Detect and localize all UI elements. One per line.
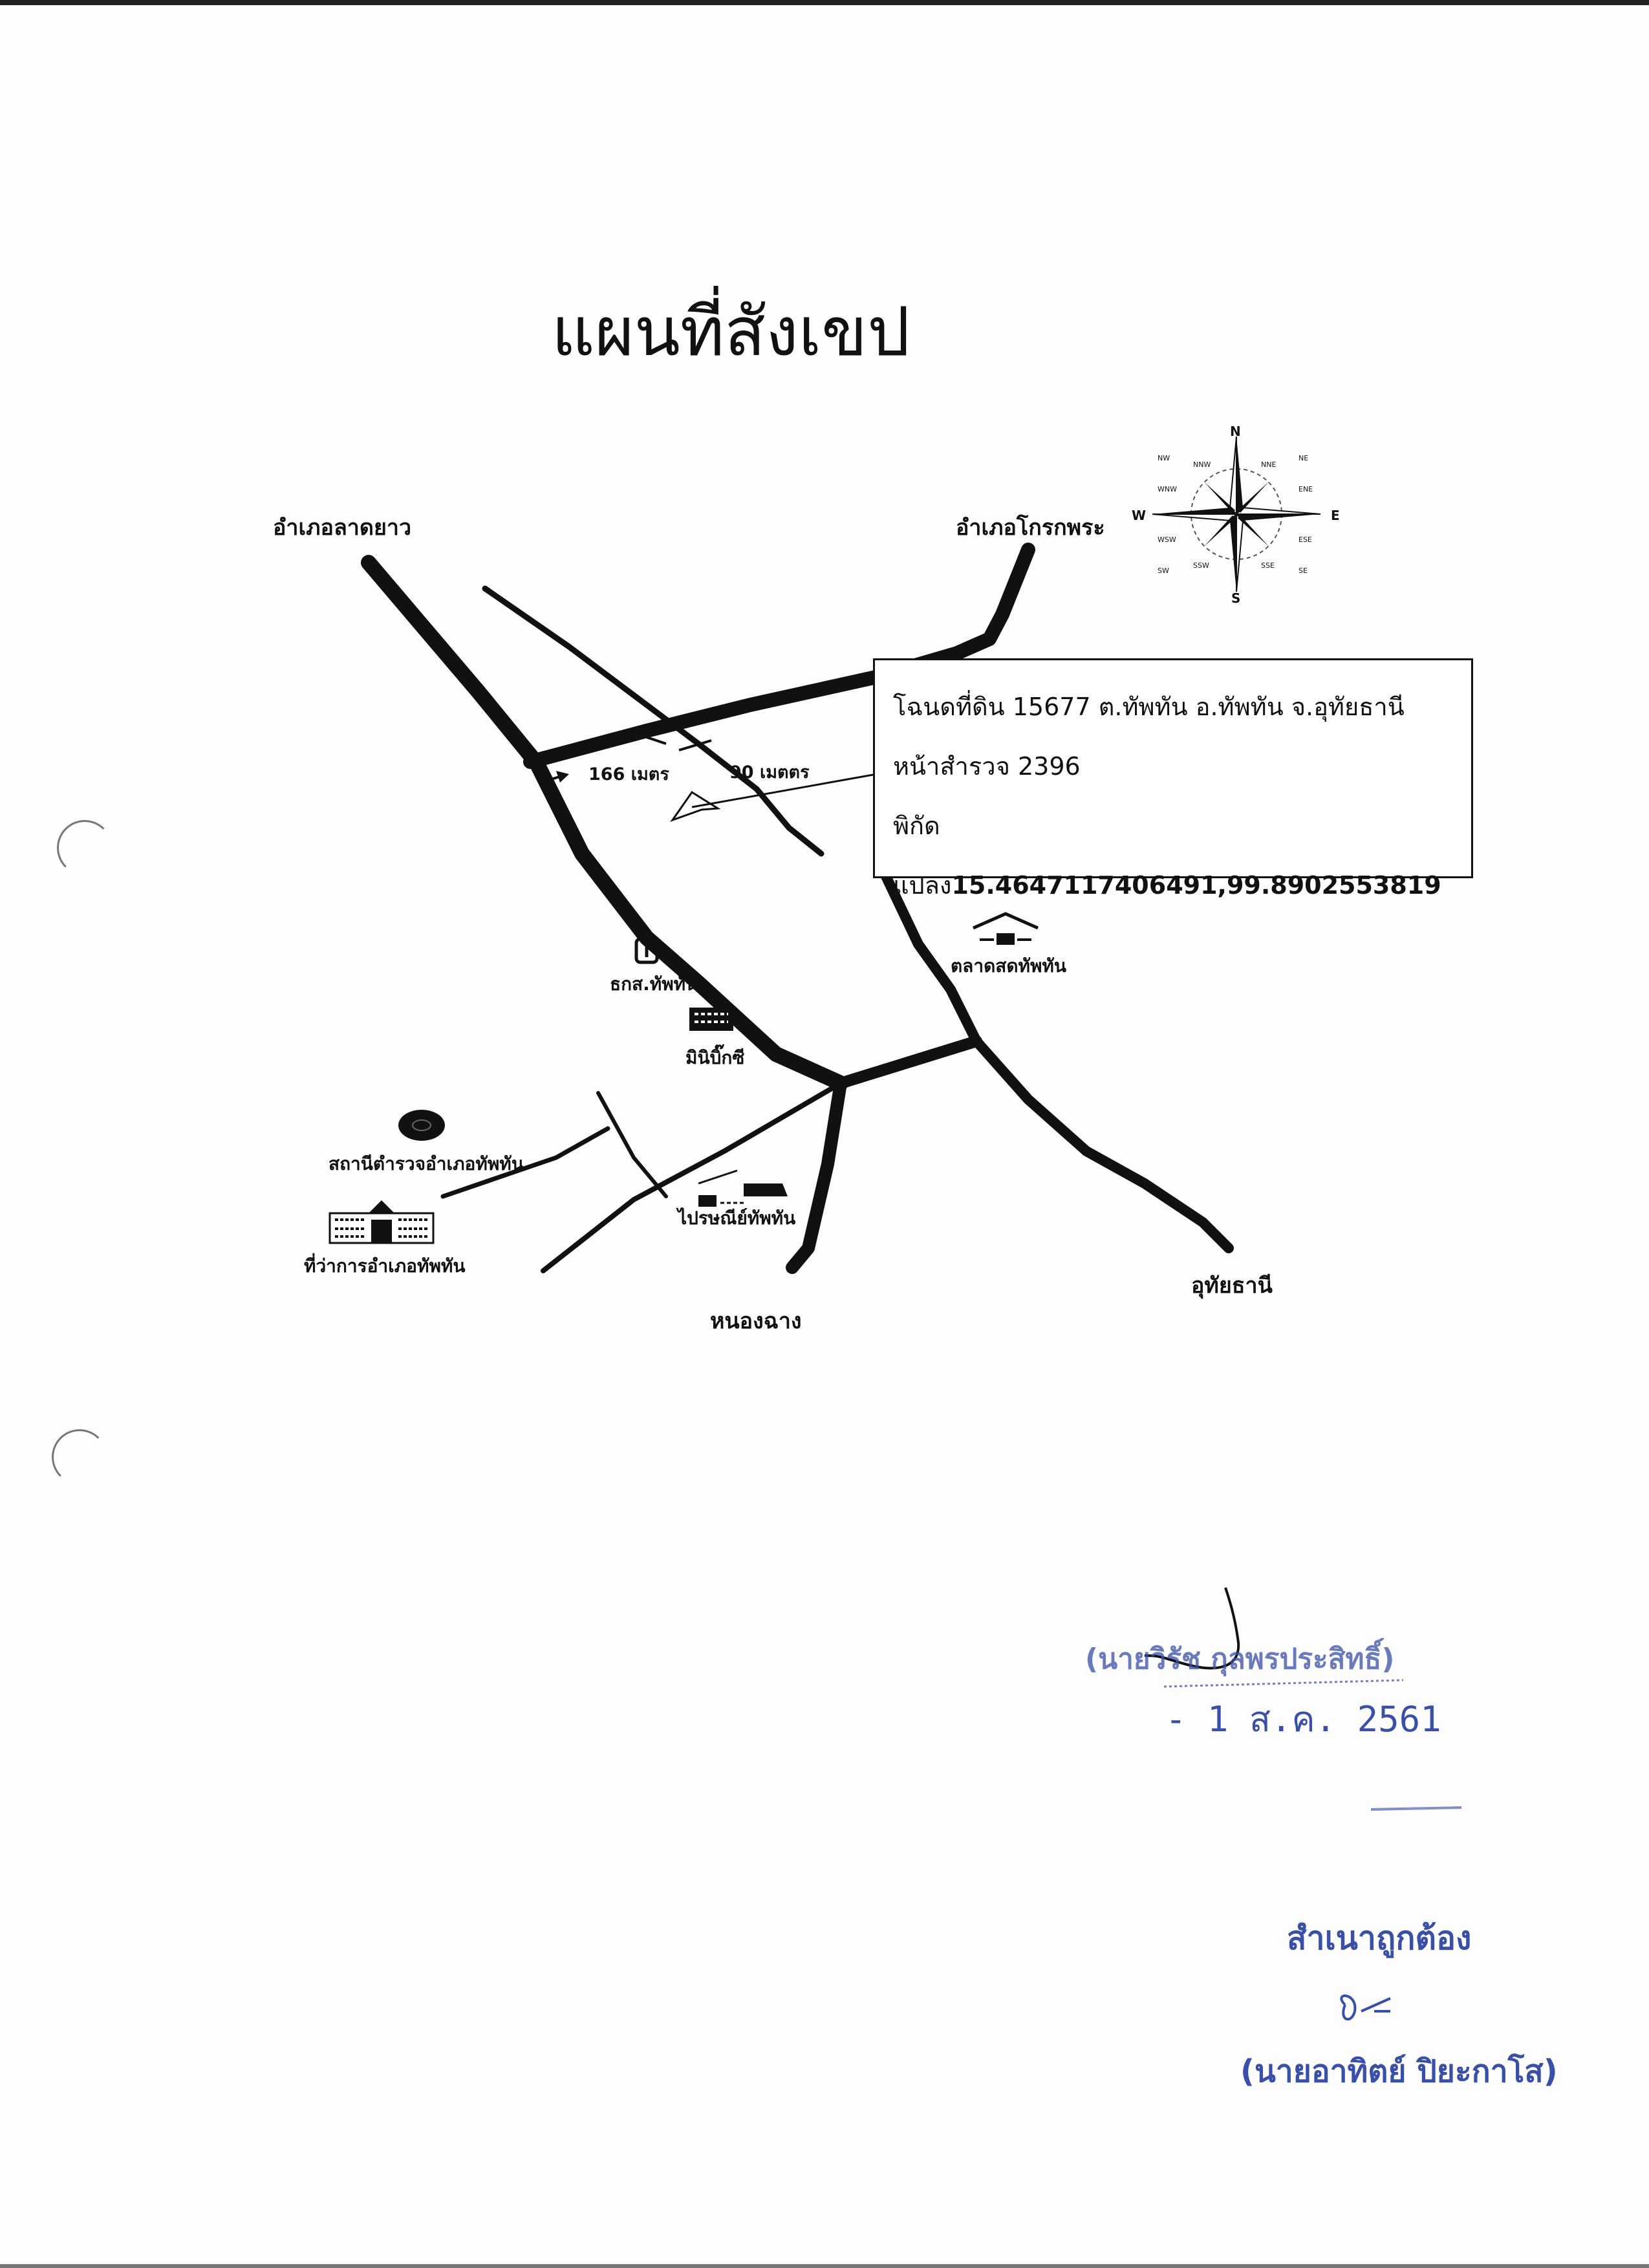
stamp-name-1: (นายวิรัช กุลพรประสิทธิ์) xyxy=(1085,1643,1395,1676)
mini-big-c-icon xyxy=(689,1008,733,1031)
compass-se: SE xyxy=(1299,567,1308,575)
compass-s: S xyxy=(1231,590,1241,606)
scan-edge-bottom xyxy=(0,2264,1649,2268)
compass-nw: NW xyxy=(1158,454,1170,462)
district-office-icon xyxy=(329,1200,435,1244)
compass-sw: SW xyxy=(1158,567,1169,575)
label-uthai-thani: อุทัยธานี xyxy=(1191,1273,1273,1299)
compass-w: W xyxy=(1132,508,1147,523)
distance-label-90: 90 เมตตร xyxy=(729,762,810,783)
compass-n: N xyxy=(1230,424,1241,439)
coordinate-label: พิกัดแปลง xyxy=(893,812,952,900)
compass-nne: NNE xyxy=(1261,460,1277,469)
compass-wnw: WNW xyxy=(1158,485,1177,493)
compass-nnw: NNW xyxy=(1193,460,1211,469)
label-baac: ธกส.ทัพทัน xyxy=(610,973,698,995)
label-police-station: สถานีตำรวจอำเภอทัพทัน xyxy=(329,1153,524,1174)
punch-hole-mark xyxy=(52,1429,107,1485)
label-district-office: ที่ว่าการอำเภอทัพทัน xyxy=(304,1255,466,1277)
scan-edge-top xyxy=(0,0,1649,5)
survey-page-line: หน้าสำรวจ 2396 xyxy=(893,752,1081,781)
signature-mark xyxy=(1144,1587,1240,1670)
post-office-icon xyxy=(698,1169,788,1207)
road-secondary-west xyxy=(541,1081,843,1273)
distance-arrow-90 xyxy=(678,739,712,751)
land-deed-line: โฉนดที่ดิน 15677 ต.ทัพทัน อ.ทัพทัน จ.อุท… xyxy=(893,693,1405,721)
coordinate-value: 15.4647117406491,99.8902553819 xyxy=(951,871,1441,900)
label-lat-yao: อำเภอลาดยาว xyxy=(273,515,412,541)
compass-e: E xyxy=(1331,508,1340,523)
compass-sse: SSE xyxy=(1261,561,1275,570)
road-secondary-spur xyxy=(596,1091,668,1198)
land-plot-marker xyxy=(670,790,721,822)
signature-mark xyxy=(1340,1994,1391,2021)
compass-rose-icon xyxy=(1152,436,1321,592)
compass-ne: NE xyxy=(1299,454,1309,462)
label-post-office: ไปรษณีย์ทัพทัน xyxy=(678,1207,796,1229)
compass-ese: ESE xyxy=(1299,535,1312,544)
compass-ssw: SSW xyxy=(1193,561,1209,570)
land-info-box: โฉนดที่ดิน 15677 ต.ทัพทัน อ.ทัพทัน จ.อุท… xyxy=(873,658,1473,900)
stamp-edge-mark xyxy=(1370,1806,1462,1811)
road-thin-north xyxy=(482,585,824,857)
stamp-underline xyxy=(1163,1679,1404,1688)
compass-wsw: WSW xyxy=(1158,535,1176,544)
road-secondary-police xyxy=(440,1126,610,1199)
road-nong-chang xyxy=(786,1077,847,1274)
coordinate-line: พิกัดแปลง15.4647117406491,99.8902553819 xyxy=(893,796,1453,915)
compass-ene: ENE xyxy=(1299,485,1313,493)
label-nong-chang: หนองฉาง xyxy=(710,1308,802,1334)
road-lat-yao xyxy=(361,555,848,1091)
stamp-name-2: (นายอาทิตย์ ปิยะกาโส) xyxy=(1240,2053,1558,2090)
label-mini-big-c: มินิบิ๊กซี xyxy=(685,1047,745,1068)
police-station-icon xyxy=(398,1110,445,1141)
punch-hole-mark xyxy=(57,820,113,876)
road-uthai-thani xyxy=(881,871,1234,1253)
label-market: ตลาดสดทัพทัน xyxy=(951,955,1067,977)
pointer-line xyxy=(691,773,874,808)
bank-icon xyxy=(634,937,659,964)
road-junction-link xyxy=(835,1035,982,1089)
label-khok-phra: อำเภอโกรกพระ xyxy=(956,515,1105,541)
stamp-date: - 1 ส.ค. 2561 xyxy=(1165,1699,1441,1740)
stamp-certified: สำเนาถูกต้อง xyxy=(1287,1919,1472,1957)
distance-label-166: 166 เมตร xyxy=(588,764,669,784)
market-icon xyxy=(972,912,1039,945)
map-title: แผนที่สังเขป xyxy=(551,292,911,371)
